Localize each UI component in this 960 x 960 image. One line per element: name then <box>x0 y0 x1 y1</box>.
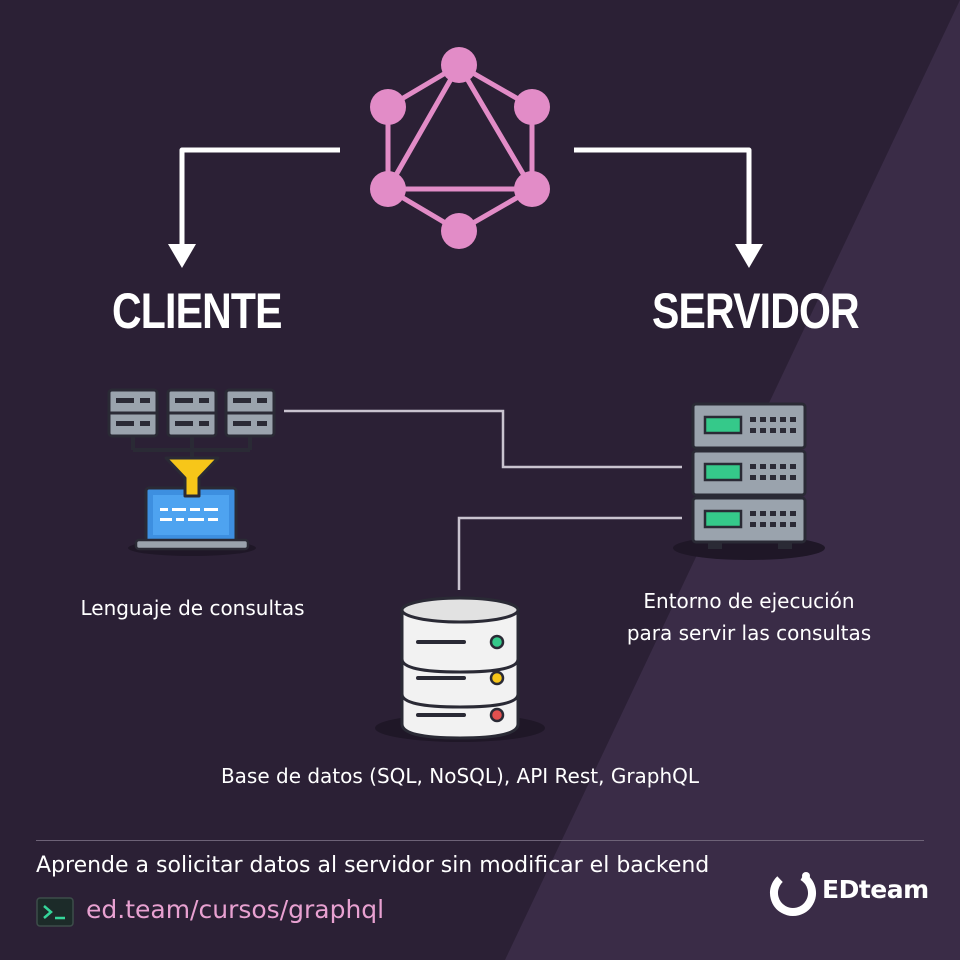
footer-divider <box>36 840 924 841</box>
arrow-to-server <box>574 147 752 258</box>
server-caption: Entorno de ejecución para servir las con… <box>588 585 910 649</box>
server-heading: SERVIDOR <box>652 283 860 339</box>
mini-server-1 <box>107 388 159 438</box>
footer-tagline: Aprende a solicitar datos al servidor si… <box>36 853 710 878</box>
client-caption: Lenguaje de consultas <box>80 596 305 620</box>
client-server-connector <box>284 409 682 469</box>
mini-server-3 <box>224 388 276 438</box>
client-heading: CLIENTE <box>112 283 282 339</box>
edteam-brand-name: EDteam <box>822 875 929 904</box>
server-caption-line-2: para servir las consultas <box>626 621 872 645</box>
server-unit-2 <box>691 449 807 497</box>
arrow-to-client <box>179 147 340 258</box>
mini-server-2 <box>166 388 218 438</box>
arrow-to-client-head <box>168 244 196 268</box>
server-caption-line-1: Entorno de ejecución <box>643 589 855 613</box>
terminal-icon <box>36 897 74 927</box>
edteam-logo-icon <box>770 870 816 916</box>
arrow-to-server-head <box>735 244 763 268</box>
database-caption: Base de datos (SQL, NoSQL), API Rest, Gr… <box>220 764 700 788</box>
database-server-connector <box>457 516 682 590</box>
course-link[interactable]: ed.team/cursos/graphql <box>86 895 385 924</box>
server-unit-3 <box>691 496 807 544</box>
server-unit-1 <box>691 402 807 450</box>
